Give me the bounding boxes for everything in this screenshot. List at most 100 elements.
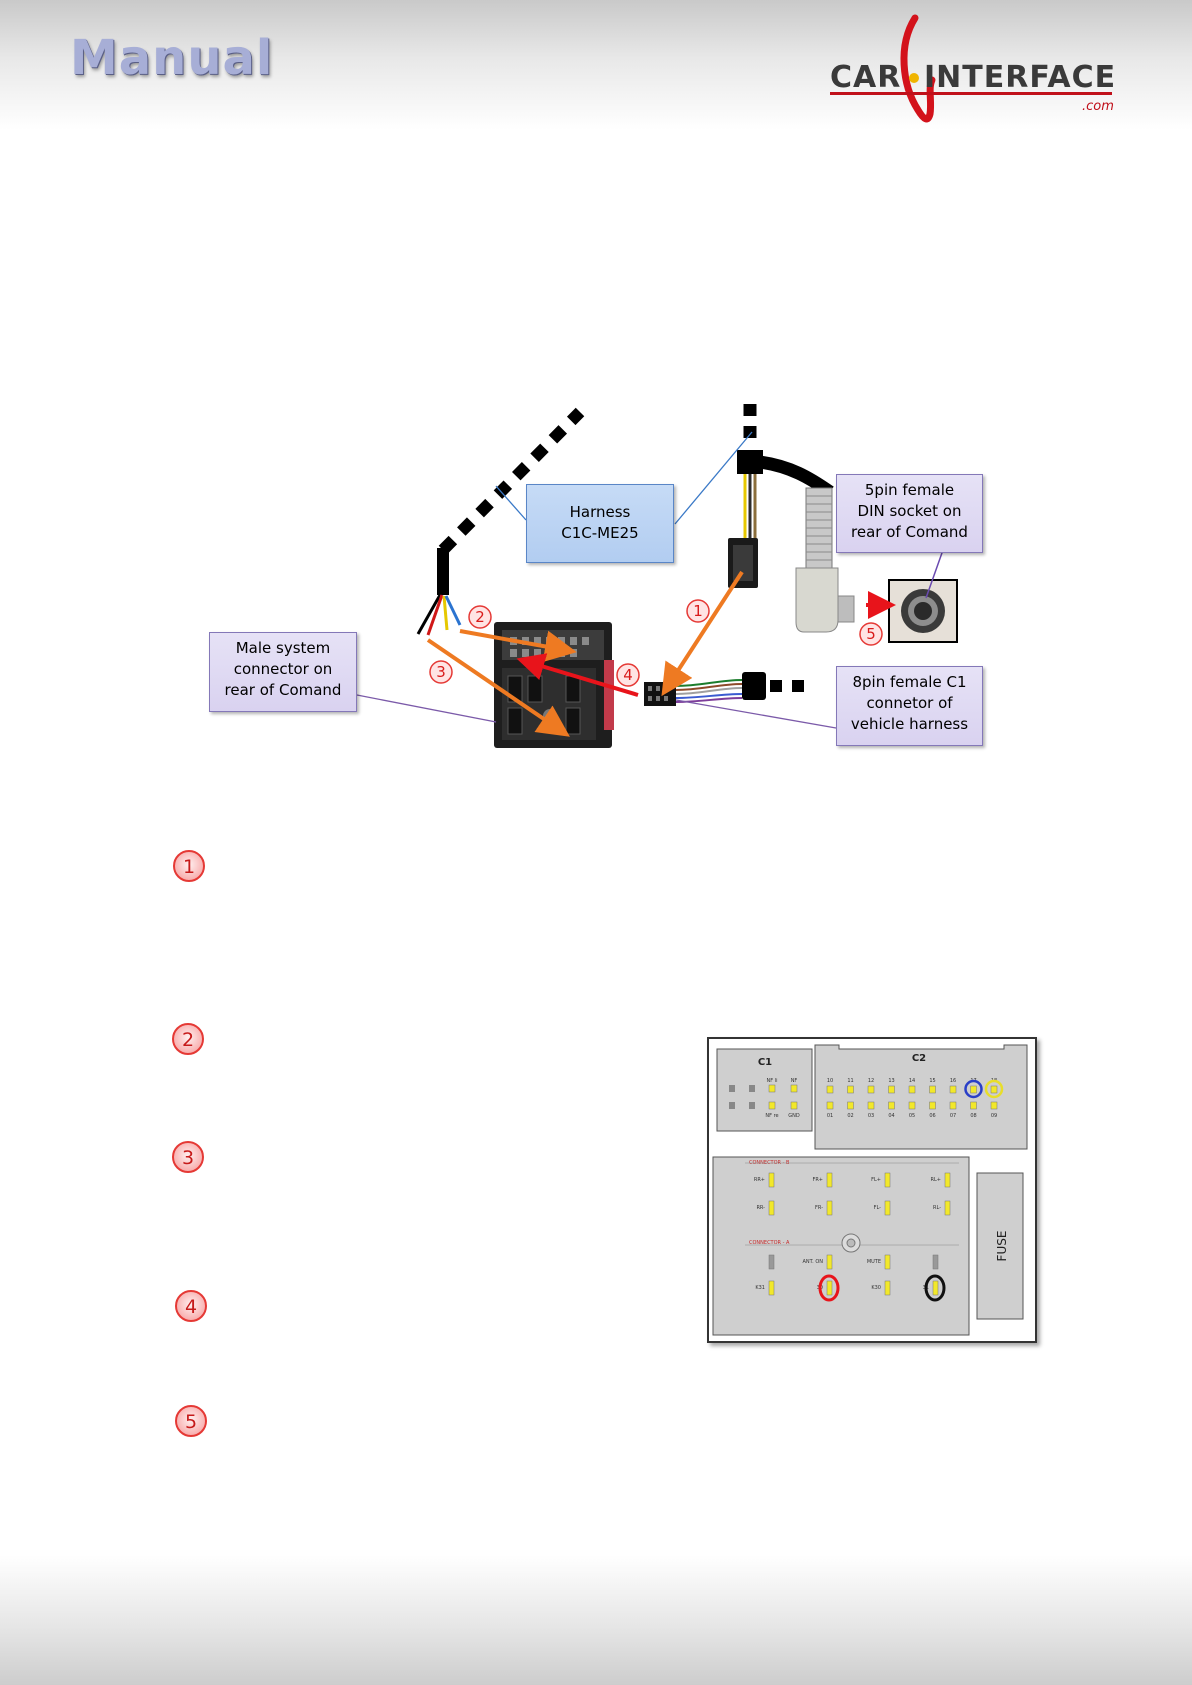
svg-text:5: 5 bbox=[866, 625, 876, 643]
callout-din-line3: rear of Comand bbox=[851, 523, 968, 541]
c2-pin-label: 05 bbox=[909, 1113, 915, 1119]
svg-text:3: 3 bbox=[436, 663, 446, 681]
callout-c1-connector: 8pin female C1 connetor of vehicle harne… bbox=[836, 666, 983, 746]
callout-male-line1: Male system bbox=[235, 639, 331, 657]
pin-label: RL+ bbox=[931, 1177, 941, 1183]
connection-arrows bbox=[426, 570, 744, 737]
c2-pin-label: 10 bbox=[827, 1078, 833, 1084]
c2-pin bbox=[908, 1085, 916, 1094]
callout-male-line3: rear of Comand bbox=[224, 681, 342, 699]
c2-pin-label: 01 bbox=[827, 1113, 833, 1119]
c2-pin bbox=[908, 1101, 916, 1110]
step-marker-5: 5 bbox=[175, 1405, 207, 1437]
c2-pin bbox=[990, 1085, 998, 1094]
diagram-marker-1: 1 bbox=[686, 599, 710, 623]
svg-text:1: 1 bbox=[693, 602, 703, 620]
svg-text:2: 2 bbox=[475, 608, 485, 626]
c1-label: C1 bbox=[758, 1057, 772, 1068]
svg-text:4: 4 bbox=[185, 1296, 197, 1318]
c2-pin bbox=[949, 1101, 957, 1110]
logo-text-domain: .com bbox=[1082, 99, 1114, 114]
pin bbox=[932, 1254, 939, 1270]
pin bbox=[932, 1280, 939, 1296]
c2-label: C2 bbox=[912, 1053, 926, 1064]
pin-label: K30 bbox=[871, 1285, 881, 1291]
harness-cable-left bbox=[437, 407, 585, 595]
c2-pin bbox=[970, 1085, 977, 1094]
pin bbox=[884, 1280, 891, 1296]
c2-pin-label: 13 bbox=[888, 1078, 894, 1084]
callout-din-line1: 5pin female bbox=[864, 481, 955, 499]
logo-text-interface: INTERFACE bbox=[924, 60, 1116, 95]
svg-text:NF re: NF re bbox=[765, 1113, 778, 1119]
pin bbox=[884, 1254, 891, 1270]
c2-pin-label: 16 bbox=[950, 1078, 956, 1084]
diagram-markers: 1 2 3 4 5 bbox=[429, 599, 883, 687]
pin bbox=[826, 1280, 833, 1296]
step-marker-3: 3 bbox=[172, 1141, 204, 1173]
c2-pin-label: 04 bbox=[888, 1113, 894, 1119]
svg-text:2: 2 bbox=[182, 1029, 194, 1051]
pin-18-highlight bbox=[984, 1079, 1004, 1099]
connector-a-label: CONNECTOR - A bbox=[749, 1240, 790, 1246]
c2-pin-label: 11 bbox=[847, 1078, 853, 1084]
pin bbox=[826, 1200, 833, 1216]
svg-text:1: 1 bbox=[183, 856, 195, 878]
arrow-step-1 bbox=[661, 570, 744, 697]
arrow-step-3 bbox=[426, 638, 570, 737]
diagram-marker-5: 5 bbox=[859, 622, 883, 646]
pin-label: ANT. ON bbox=[803, 1259, 824, 1265]
c2-pin-label: 15 bbox=[929, 1078, 935, 1084]
c1-vehicle-connector bbox=[644, 672, 804, 706]
callout-harness-line2: C1C-ME25 bbox=[561, 524, 639, 542]
callout-din-socket: 5pin female DIN socket on rear of Comand bbox=[836, 474, 983, 553]
callout-c1-line3: vehicle harness bbox=[850, 715, 969, 733]
svg-text:3: 3 bbox=[182, 1147, 194, 1169]
callout-male-line2: connector on bbox=[233, 660, 333, 678]
c2-pin bbox=[929, 1101, 936, 1110]
c2-pin bbox=[867, 1085, 875, 1094]
pin bbox=[944, 1200, 951, 1216]
pin-label: RR- bbox=[756, 1205, 765, 1211]
step-marker-4: 4 bbox=[175, 1290, 207, 1322]
pin bbox=[944, 1172, 951, 1188]
pin-31-highlight bbox=[924, 1274, 946, 1302]
svg-text:NF li: NF li bbox=[767, 1078, 778, 1084]
pin bbox=[884, 1172, 891, 1188]
car-interface-logo: CAR INTERFACE .com bbox=[830, 14, 1116, 123]
diagram-marker-4: 4 bbox=[616, 663, 640, 687]
c2-pin bbox=[826, 1101, 834, 1110]
pin-label: FL+ bbox=[871, 1177, 881, 1183]
diagram-marker-2: 2 bbox=[468, 605, 492, 629]
logo-dot-icon bbox=[909, 73, 919, 83]
svg-text:NF: NF bbox=[791, 1078, 798, 1084]
pin-30-highlight bbox=[818, 1274, 840, 1302]
page-footer-band bbox=[0, 1555, 1192, 1685]
pin-label: MUTE bbox=[867, 1259, 881, 1265]
pin-label: RL- bbox=[933, 1205, 941, 1211]
c2-pin bbox=[888, 1101, 895, 1110]
svg-text:GND: GND bbox=[788, 1113, 800, 1119]
callout-din-line2: DIN socket on bbox=[857, 502, 962, 520]
page-header-band bbox=[0, 0, 1192, 130]
step-marker-1: 1 bbox=[173, 850, 205, 882]
svg-text:4: 4 bbox=[623, 666, 633, 684]
c2-pin bbox=[970, 1101, 977, 1110]
callout-harness: Harness C1C-ME25 bbox=[526, 484, 674, 563]
callout-c1-line1: 8pin female C1 bbox=[852, 673, 967, 691]
diagram-marker-3: 3 bbox=[429, 660, 453, 684]
arrow-step-2 bbox=[459, 629, 577, 663]
manual-title: Manual bbox=[70, 30, 274, 86]
c2-pin-label: 12 bbox=[868, 1078, 874, 1084]
harness-junction-block bbox=[737, 450, 763, 474]
pin-label: K31 bbox=[755, 1285, 765, 1291]
step-marker-2: 2 bbox=[172, 1023, 204, 1055]
arrow-step-4 bbox=[516, 653, 639, 697]
c2-pin-label: 03 bbox=[868, 1113, 874, 1119]
pin-label: FR- bbox=[815, 1205, 823, 1211]
pin bbox=[884, 1200, 891, 1216]
